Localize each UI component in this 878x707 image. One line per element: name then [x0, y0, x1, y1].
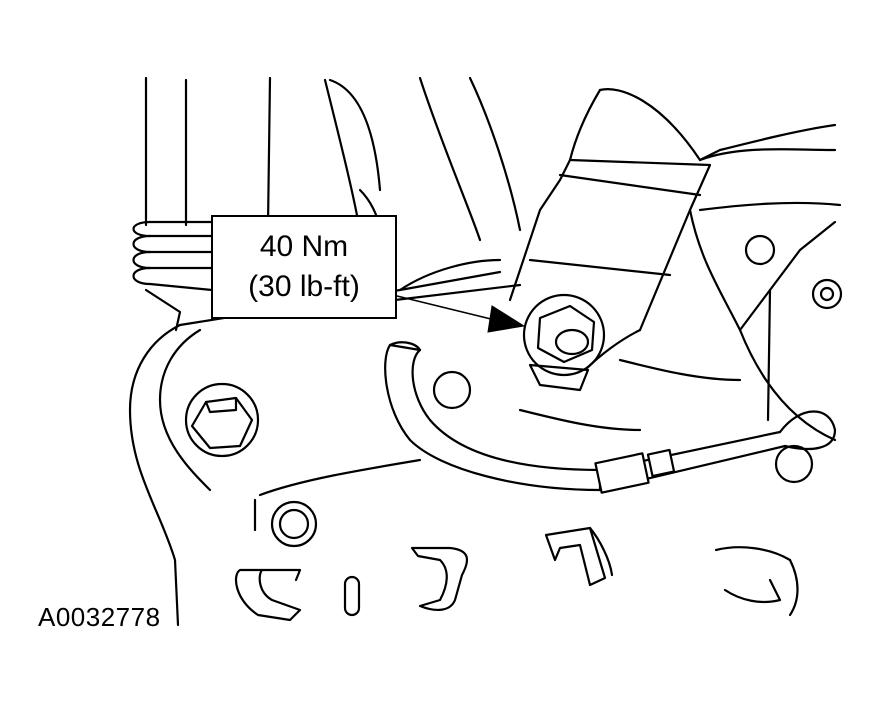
retaining-clips [235, 526, 799, 622]
mounting-bracket [508, 88, 842, 372]
mounting-holes [270, 234, 843, 548]
figure-id: A0032778 [38, 602, 161, 632]
torque-imperial-label: (30 lb-ft) [248, 270, 360, 303]
coil-spring [132, 220, 214, 332]
torque-bolt-icon [522, 293, 606, 392]
lever-arm [384, 341, 602, 492]
cable-connector [594, 410, 837, 494]
torque-callout-box: 40 Nm (30 lb-ft) [211, 215, 397, 319]
upper-frame [144, 76, 522, 242]
torque-metric-label: 40 Nm [259, 230, 349, 263]
callout-leader [396, 295, 526, 333]
left-bolt-icon [184, 382, 260, 458]
